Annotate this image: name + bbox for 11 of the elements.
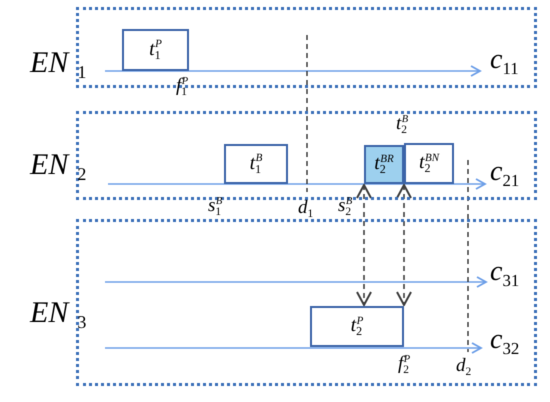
math-label: d$_{1}$ <box>298 198 314 220</box>
math-label: d$_{2}$ <box>456 356 472 378</box>
double-arrow <box>356 184 372 306</box>
node-label: EN$_{3}$ <box>30 298 86 332</box>
math-label: c$_{32}$ <box>490 326 520 358</box>
math-label: c$_{21}$ <box>490 158 520 190</box>
math-label: c$_{11}$ <box>490 46 519 78</box>
node-label: EN$_{2}$ <box>30 150 86 184</box>
math-label: c$_{31}$ <box>490 258 520 290</box>
node-label: EN$_{1}$ <box>30 48 86 82</box>
double-arrow <box>396 184 412 306</box>
